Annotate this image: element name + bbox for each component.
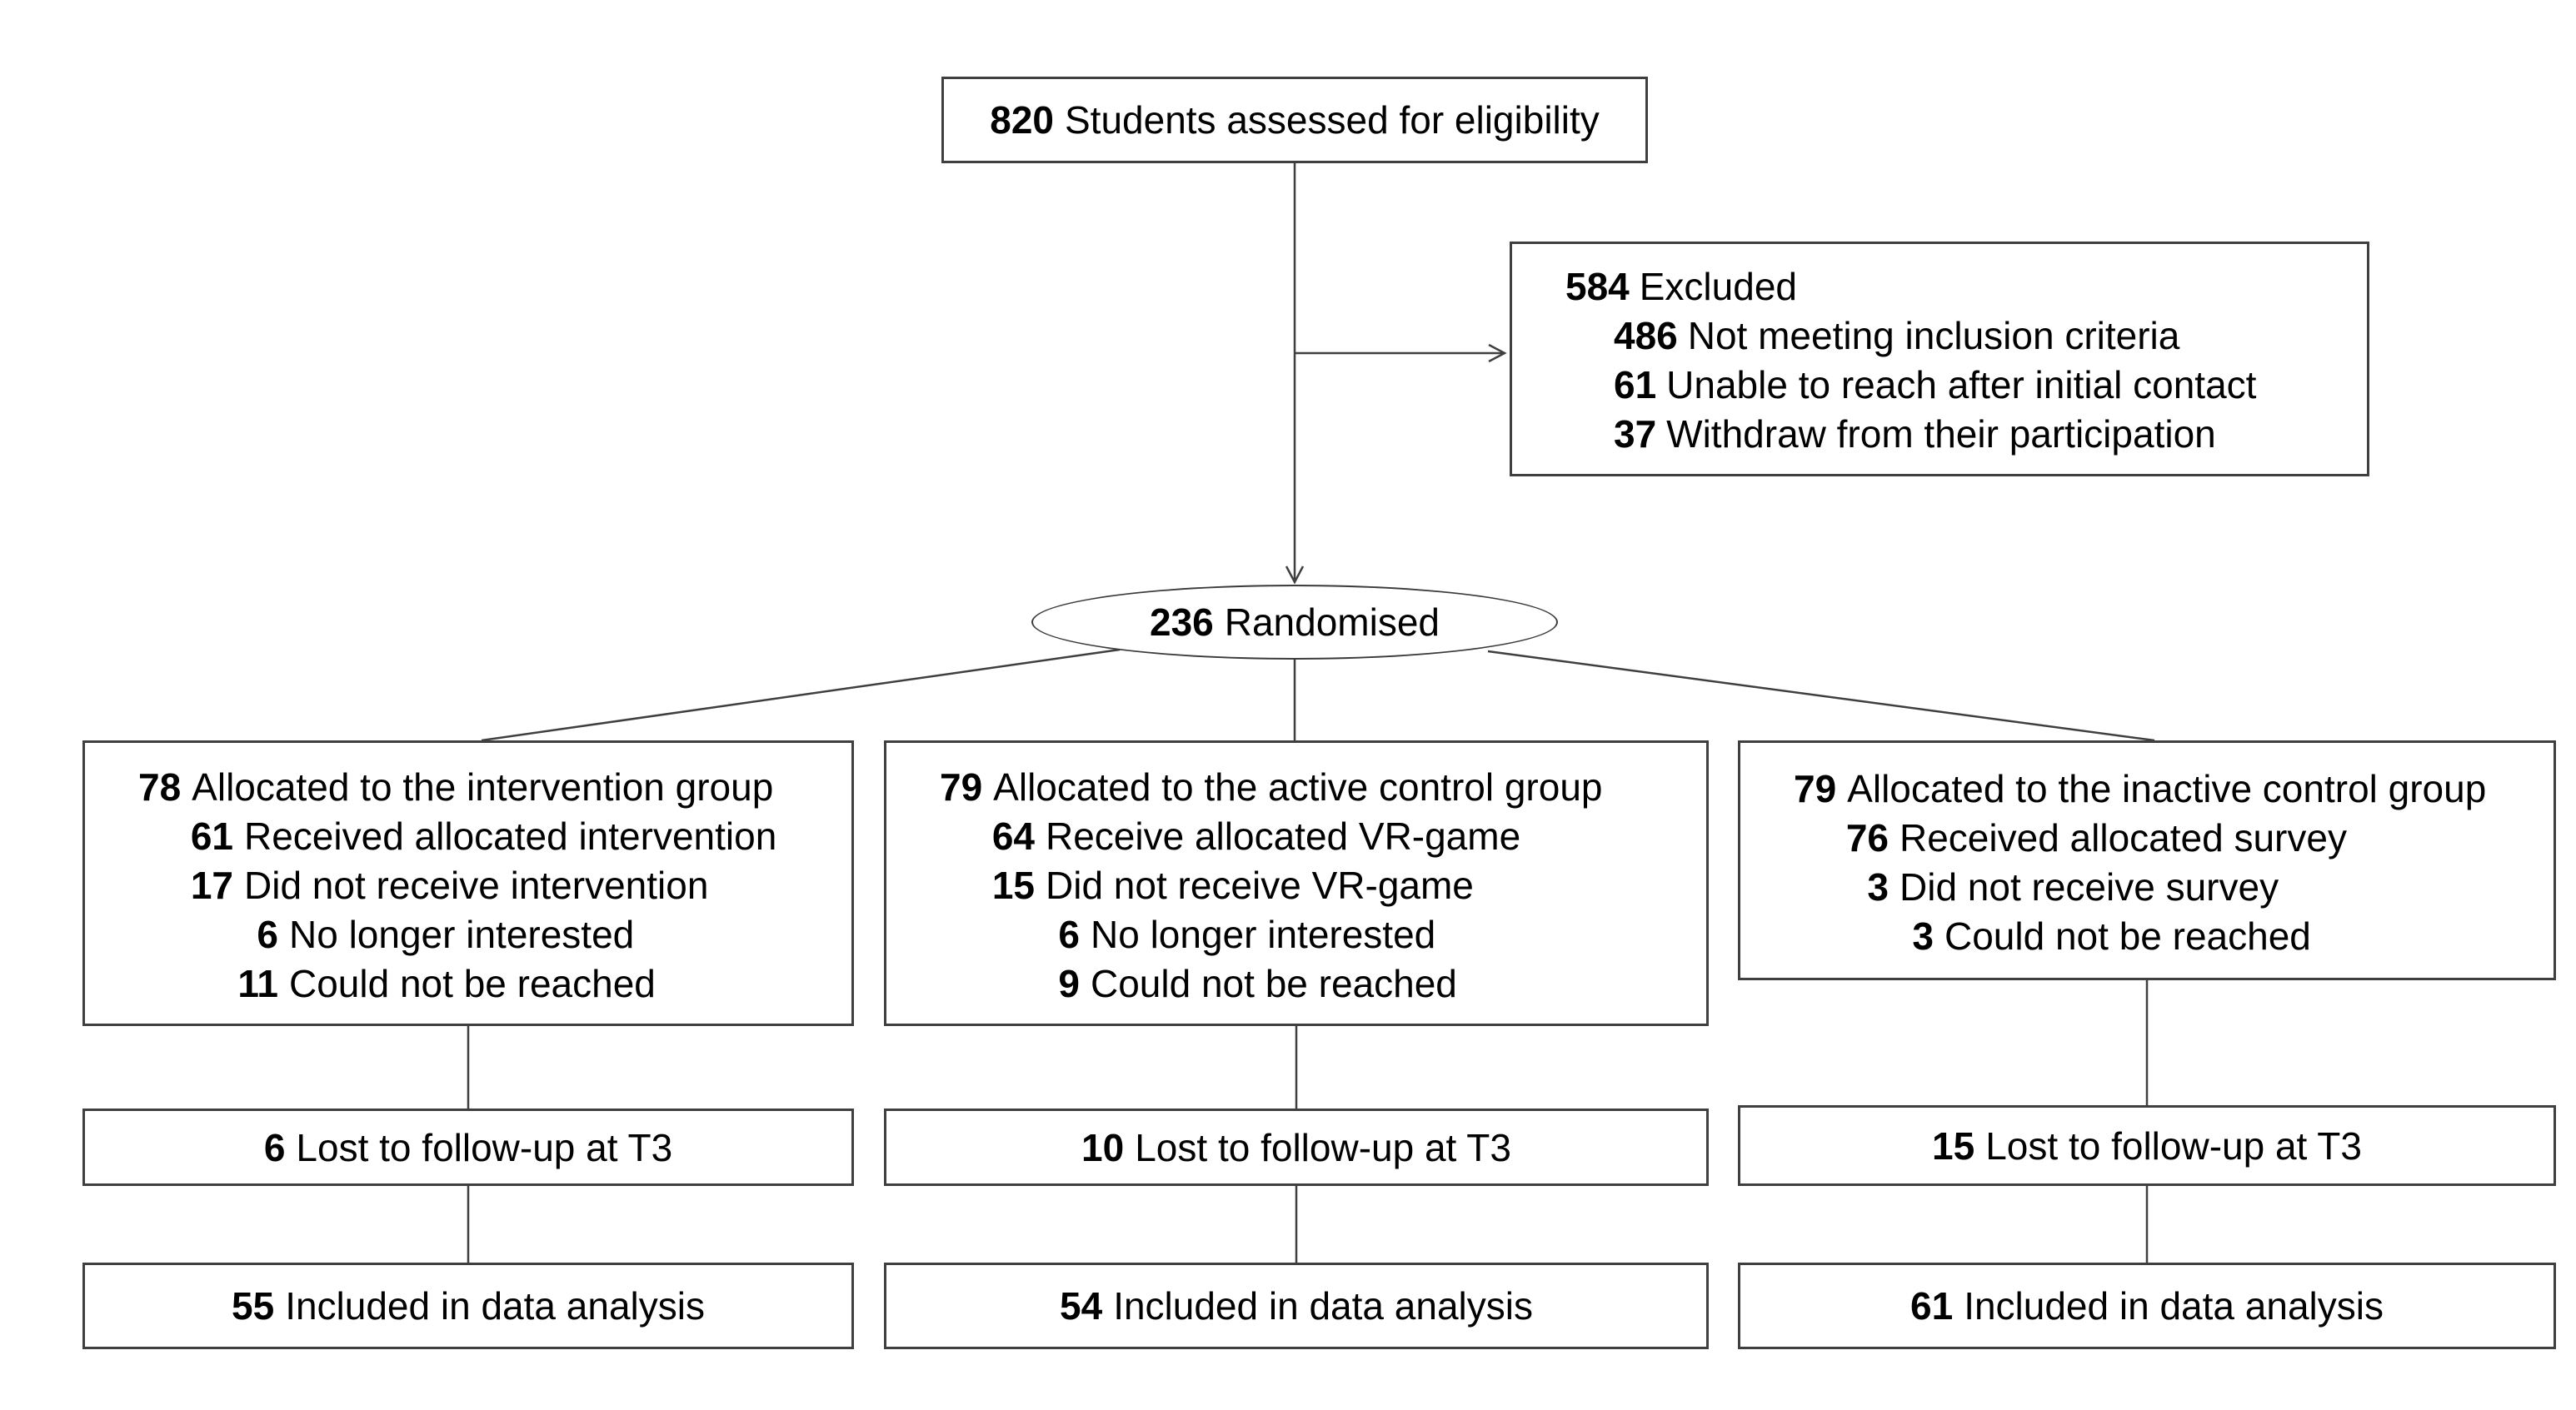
allocation-line: 11 Could not be reached [85,959,851,1009]
excluded-reason-label: Withdraw from their participation [1666,412,2216,456]
excluded-reason-count: 37 [1614,412,1657,456]
allocation-count: 79 [940,765,983,809]
randomised-ellipse: 236 Randomised [1031,585,1558,660]
lost-count: 10 [1081,1125,1125,1169]
lost-box-intervention: 6 Lost to follow-up at T3 [82,1109,854,1186]
allocation-label: Did not receive VR-game [1046,864,1474,907]
allocation-label: Could not be reached [1944,914,2311,958]
allocation-label: Did not receive survey [1900,865,2279,909]
allocation-count: 3 [1867,865,1889,909]
allocation-count: 64 [991,815,1035,858]
allocation-label: Received allocated survey [1900,816,2347,859]
allocation-line: 61 Received allocated intervention [85,812,851,861]
lost-box-inactive-control: 15 Lost to follow-up at T3 [1738,1105,2556,1186]
allocation-count: 78 [138,765,182,809]
allocation-line: 64 Receive allocated VR-game [886,812,1706,861]
eligibility-label: Students assessed for eligibility [1064,98,1600,142]
allocation-line: 76 Received allocated survey [1740,814,2554,863]
lost-count: 15 [1932,1124,1975,1168]
analysis-label: Included in data analysis [285,1284,705,1328]
allocation-count: 79 [1794,767,1837,810]
excluded-reason-count: 61 [1614,363,1657,406]
lost-box-active-control: 10 Lost to follow-up at T3 [884,1109,1709,1186]
line-randomised-to-intervention [481,648,1121,742]
analysis-label: Included in data analysis [1113,1284,1533,1328]
analysis-count: 54 [1060,1284,1103,1328]
excluded-label: Excluded [1639,265,1797,308]
allocation-count: 6 [257,913,278,956]
allocation-count: 11 [237,962,278,1005]
allocation-label: Did not receive intervention [244,864,709,907]
excluded-reason-count: 486 [1614,314,1678,357]
analysis-box-intervention: 55 Included in data analysis [82,1263,854,1349]
allocation-line: 6 No longer interested [85,910,851,959]
lost-label: Lost to follow-up at T3 [296,1125,673,1169]
allocation-count: 76 [1845,816,1889,859]
randomised-count: 236 [1149,600,1214,644]
allocation-count: 9 [1058,962,1080,1005]
lost-label: Lost to follow-up at T3 [1135,1125,1511,1169]
allocation-line: 9 Could not be reached [886,959,1706,1009]
analysis-count: 55 [232,1284,275,1328]
analysis-box-inactive-control: 61 Included in data analysis [1738,1263,2556,1349]
lost-label: Lost to follow-up at T3 [1985,1124,2362,1168]
allocation-count: 3 [1912,914,1934,958]
eligibility-count: 820 [990,98,1054,142]
excluded-reason-label: Unable to reach after initial contact [1666,363,2257,406]
allocation-count: 6 [1058,913,1080,956]
allocation-label: Could not be reached [289,962,656,1005]
allocation-line: 6 No longer interested [886,910,1706,959]
allocation-label: Could not be reached [1091,962,1457,1005]
allocation-label: No longer interested [1091,913,1436,956]
allocation-count: 15 [991,864,1035,907]
analysis-box-active-control: 54 Included in data analysis [884,1263,1709,1349]
allocation-count: 17 [190,864,233,907]
excluded-count: 584 [1565,265,1630,308]
allocation-label: Allocated to the inactive control group [1847,767,2487,810]
allocation-label: Received allocated intervention [244,815,777,858]
allocation-line: 17 Did not receive intervention [85,861,851,910]
allocation-label: Allocated to the active control group [993,765,1603,809]
allocation-label: Allocated to the intervention group [192,765,774,809]
eligibility-box: 820 Students assessed for eligibility [941,77,1648,163]
lost-count: 6 [263,1125,286,1169]
randomised-label: Randomised [1224,600,1440,644]
excluded-reason-label: Not meeting inclusion criteria [1687,314,2180,357]
allocation-label: Receive allocated VR-game [1046,815,1521,858]
line-randomised-to-inactive-control [1487,650,2155,742]
analysis-count: 61 [1910,1284,1954,1328]
allocation-line: 15 Did not receive VR-game [886,861,1706,910]
allocation-count: 61 [190,815,233,858]
analysis-label: Included in data analysis [1964,1284,2384,1328]
allocation-label: No longer interested [289,913,635,956]
